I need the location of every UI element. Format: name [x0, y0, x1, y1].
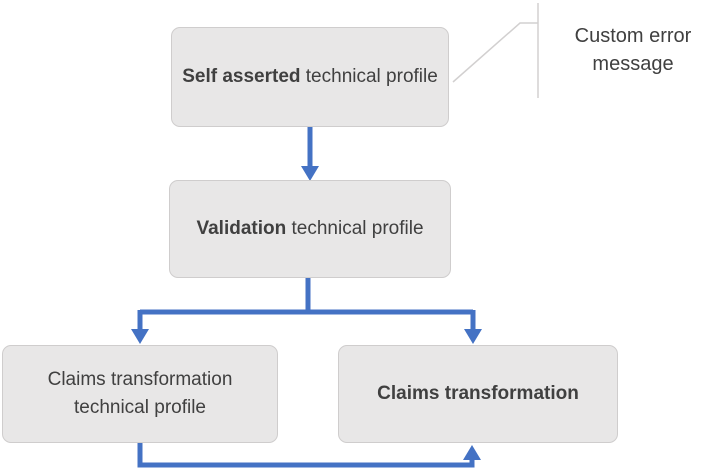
- callout-label: Custom error message: [574, 25, 692, 75]
- node-label: Self asserted technical profile: [182, 63, 438, 91]
- node-label-bold: Self asserted: [182, 66, 301, 88]
- node-label-bold: Validation: [196, 218, 287, 240]
- arrow-self-asserted-to-validation: [301, 127, 319, 181]
- arrow-claims-tp-to-claims: [137, 443, 481, 468]
- node-self-asserted-technical-profile: Self asserted technical profile: [171, 27, 449, 127]
- node-label: Claims transformation: [377, 380, 579, 408]
- node-label-rest: technical profile: [300, 66, 438, 88]
- node-label-rest: Claims transformation technical profile: [47, 369, 233, 418]
- arrow-validation-branch: [131, 278, 482, 344]
- node-label: Claims transformation technical profile: [13, 366, 267, 421]
- callout-leader-line: [452, 3, 539, 98]
- node-claims-transformation: Claims transformation: [338, 345, 618, 443]
- node-label-bold: Claims transformation: [377, 383, 579, 405]
- node-validation-technical-profile: Validation technical profile: [169, 180, 451, 278]
- node-label-rest: technical profile: [286, 218, 424, 240]
- node-label: Validation technical profile: [196, 215, 423, 243]
- node-claims-transformation-technical-profile: Claims transformation technical profile: [2, 345, 278, 443]
